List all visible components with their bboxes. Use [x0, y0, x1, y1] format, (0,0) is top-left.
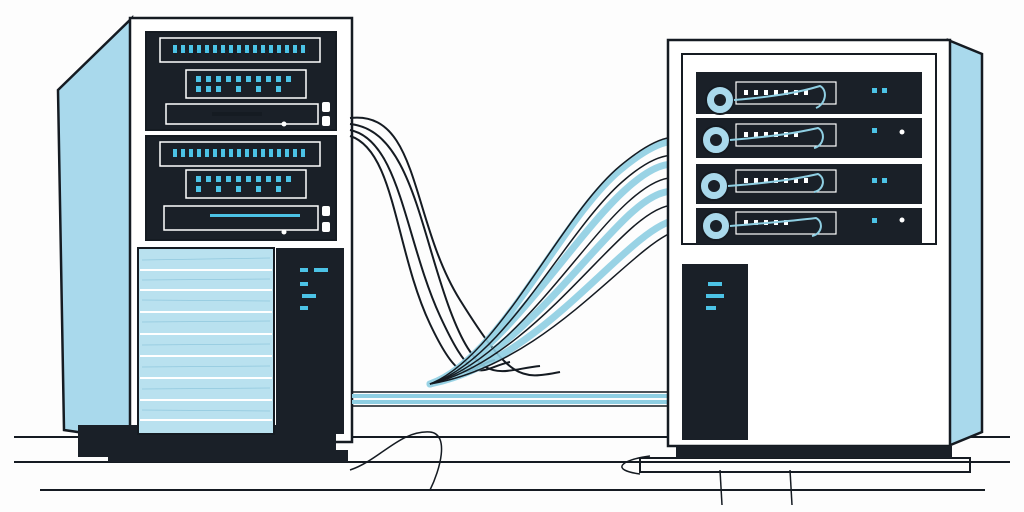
left-rack-unit-2: [145, 135, 337, 241]
unit-display: [185, 69, 307, 99]
led-indicator-icon: [872, 178, 887, 183]
connector-ring-icon: [699, 171, 729, 201]
led-indicator-icon: [872, 218, 877, 223]
left-rack-base-foot: [108, 450, 348, 462]
left-rack-side-panel: [56, 15, 134, 442]
cable-connectors: [699, 84, 826, 241]
left-rack-tower-door: [276, 248, 344, 434]
unit-panel: [159, 141, 321, 167]
led-indicator-icon: [196, 76, 291, 92]
right-rack-base: [639, 457, 971, 473]
led-indicator-icon: [196, 176, 291, 192]
connector-ring-icon: [701, 125, 731, 155]
led-indicator-icon: [173, 45, 305, 53]
right-rack-tower-door: [682, 264, 748, 440]
led-indicator-icon: [706, 282, 724, 310]
right-rack-unit-2: [696, 118, 922, 158]
left-rack-vent-panel: [137, 247, 275, 435]
unit-drive-slot: [165, 103, 319, 125]
right-rack-unit-3: [696, 164, 922, 204]
led-indicator-icon: [872, 88, 887, 93]
left-rack-unit-1: [145, 31, 337, 131]
led-indicator-icon: [173, 149, 305, 157]
unit-panel: [159, 37, 321, 63]
right-server-rack: [639, 38, 984, 473]
connector-ring-icon: [705, 85, 735, 115]
right-rack-unit-1: [696, 72, 922, 114]
unit-drive-slot: [163, 205, 319, 231]
left-server-rack: [56, 15, 354, 462]
led-indicator-icon: [300, 268, 328, 310]
led-indicator-icon: [872, 128, 877, 133]
unit-display: [185, 169, 307, 199]
connector-ring-icon: [701, 211, 731, 241]
right-rack-side-panel: [946, 38, 984, 448]
